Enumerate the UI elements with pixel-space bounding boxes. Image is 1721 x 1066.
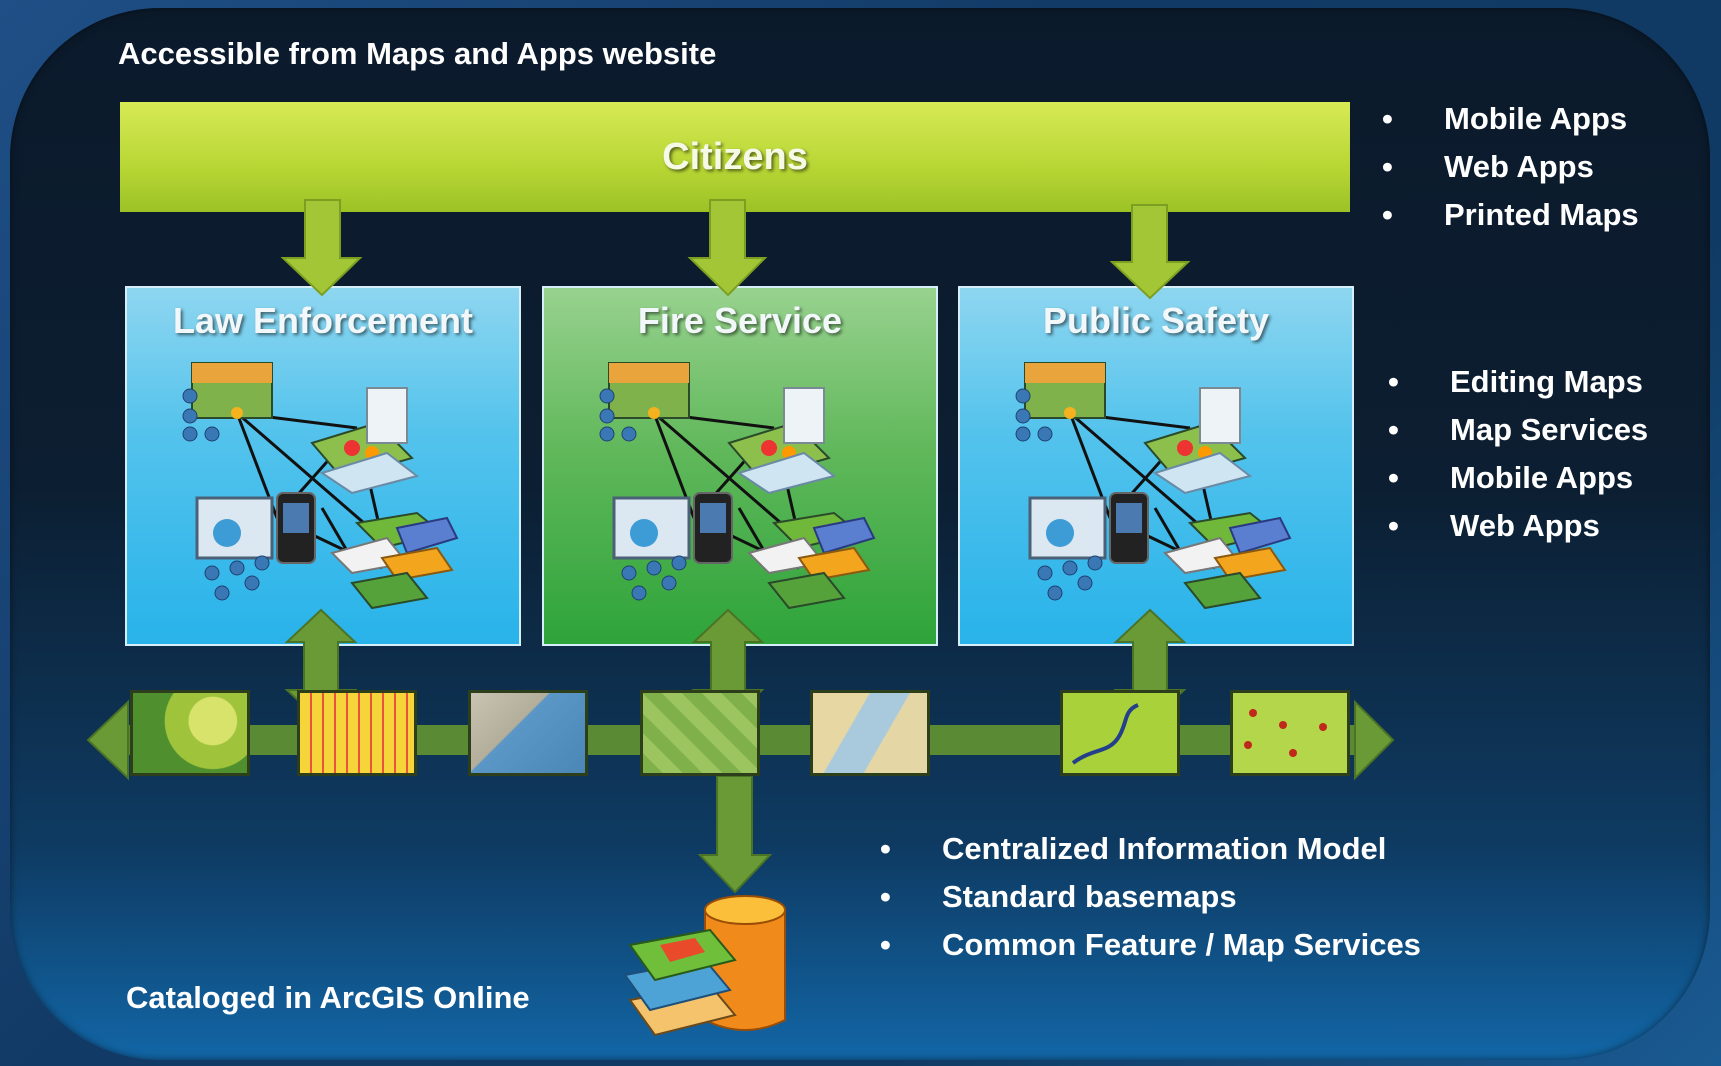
header-text: Accessible from Maps and Apps website [118,36,717,71]
database-layers-icon [625,895,786,1037]
basemap-tile-icon [640,690,760,776]
bullet-icon: • [1388,460,1399,495]
arrow-down-icon [1109,204,1191,300]
bullet-icon: • [1382,101,1393,136]
department-capabilities-list: •Editing Maps •Map Services •Mobile Apps… [1388,358,1718,550]
bullet-icon: • [1388,412,1399,447]
arrow-right-icon [1354,699,1395,781]
footer-text: Cataloged in ArcGIS Online [126,980,530,1015]
list-item: •Centralized Information Model [880,825,1480,873]
basemap-tile-icon [810,690,930,776]
shared-capabilities-list: •Centralized Information Model •Standard… [880,825,1480,969]
citizen-outputs-list: •Mobile Apps •Web Apps •Printed Maps [1382,95,1702,239]
dept-public-safety: Public Safety [958,286,1354,646]
citizens-bar: Citizens [120,102,1350,212]
arrow-down-icon [687,199,768,297]
bullet-icon: • [1382,149,1393,184]
list-item: •Web Apps [1382,143,1702,191]
list-item: •Standard basemaps [880,873,1480,921]
dept-title: Fire Service [637,300,843,341]
dept-title: Law Enforcement [172,300,474,341]
dept-title: Public Safety [1042,300,1270,341]
list-item: •Common Feature / Map Services [880,921,1480,969]
bullet-icon: • [880,927,891,962]
list-item: •Mobile Apps [1388,454,1718,502]
bullet-icon: • [880,831,891,866]
list-item: •Editing Maps [1388,358,1718,406]
citizens-label: Citizens [662,135,808,178]
list-item: •Printed Maps [1382,191,1702,239]
basemap-tile-icon [1060,690,1180,776]
basemap-tile-icon [130,690,250,776]
bullet-icon: • [880,879,891,914]
list-item: •Mobile Apps [1382,95,1702,143]
basemap-tile-icon [297,690,417,776]
points-icon [1244,709,1327,757]
list-item: •Web Apps [1388,502,1718,550]
river-icon [1071,703,1139,765]
dept-fire-service: Fire Service [542,286,938,646]
dept-law-enforcement: Law Enforcement [125,286,521,646]
bullet-icon: • [1388,364,1399,399]
basemap-tile-icon [468,690,588,776]
list-item: •Map Services [1388,406,1718,454]
bullet-icon: • [1388,508,1399,543]
bullet-icon: • [1382,197,1393,232]
arrow-down-icon [280,199,363,297]
arrow-down-icon [697,775,773,894]
basemap-tile-icon [1230,690,1350,776]
arrow-left-icon [86,699,129,781]
